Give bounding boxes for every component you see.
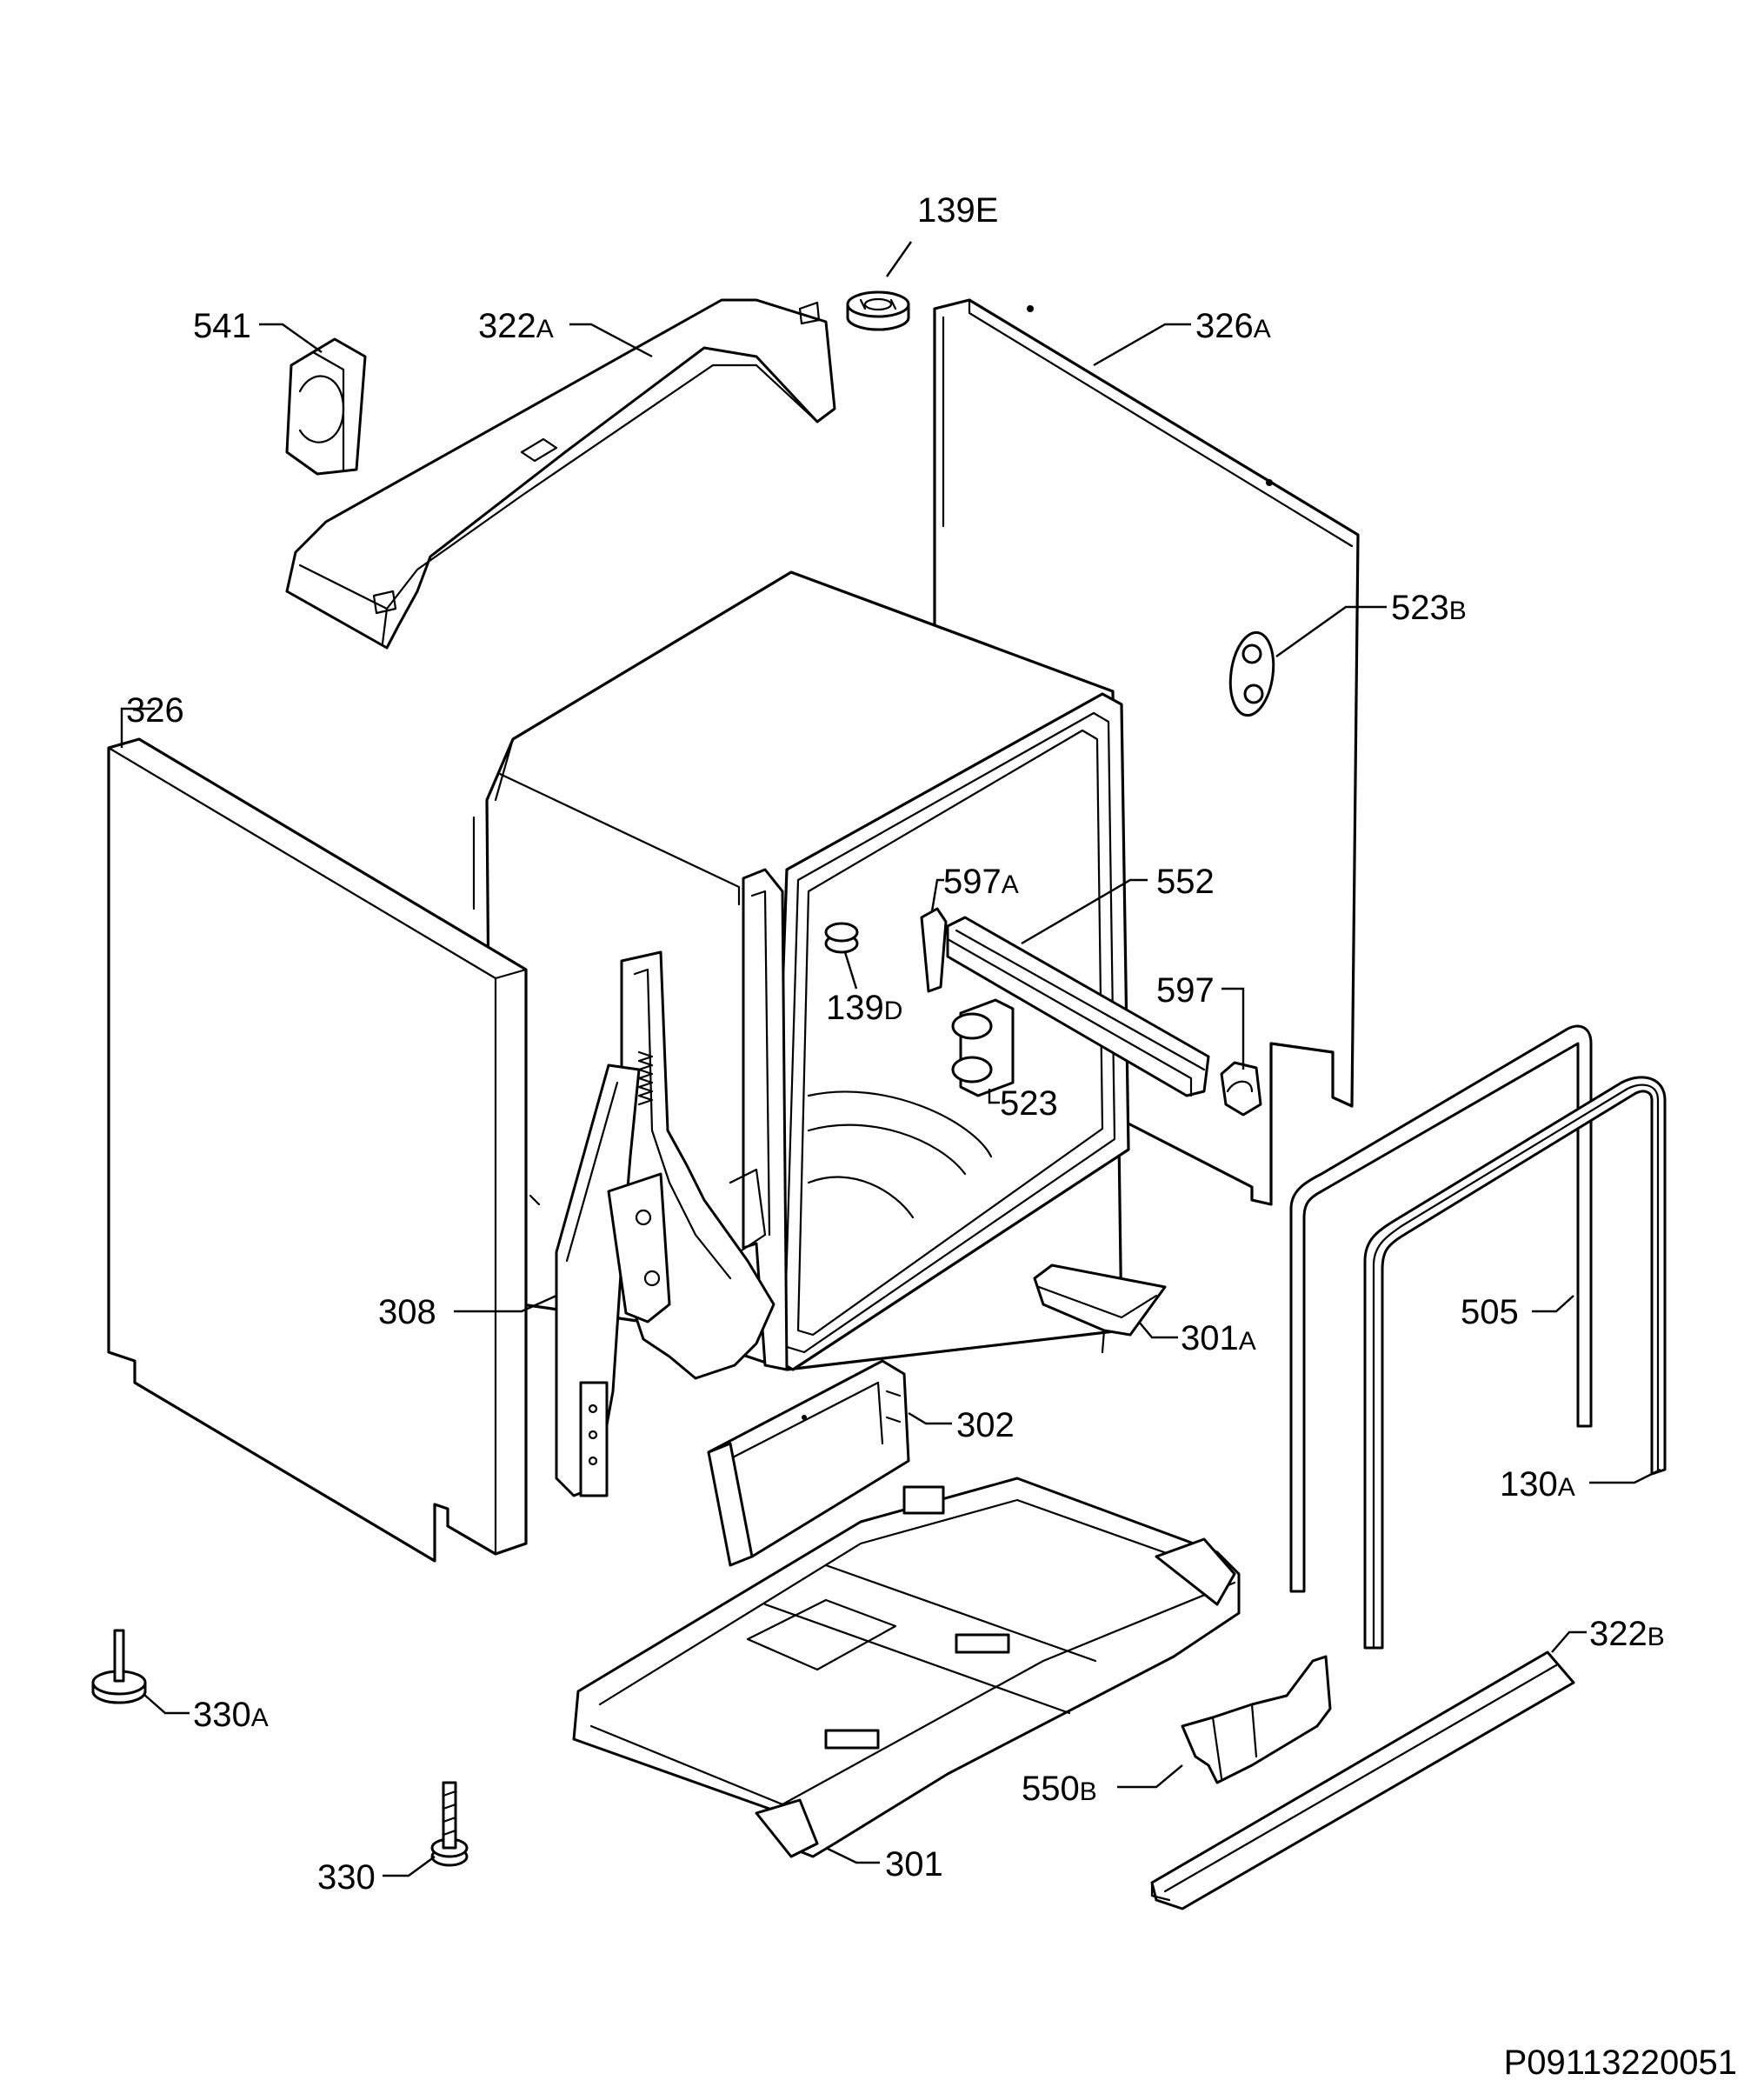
part-523-grommet <box>951 998 1015 1097</box>
callout-130a: 130A <box>1500 1465 1575 1504</box>
callout-550b: 550B <box>1022 1770 1097 1808</box>
part-308-hinge <box>555 950 775 1497</box>
callout-552: 552 <box>1156 863 1215 901</box>
part-597-clip <box>1220 1061 1262 1117</box>
callout-330a: 330A <box>193 1696 269 1734</box>
document-number: P09113220051 <box>1504 2044 1737 2082</box>
part-326-side-panel <box>107 737 528 1563</box>
callout-523: 523 <box>1000 1084 1058 1123</box>
part-330-screw <box>430 1781 469 1867</box>
callout-330: 330 <box>317 1858 376 1897</box>
callout-597a: 597A <box>943 863 1019 901</box>
part-139e-knob <box>846 290 910 331</box>
callout-505: 505 <box>1461 1293 1519 1331</box>
part-322a-bracket <box>285 298 836 650</box>
part-130a-seal <box>1363 1076 1667 1650</box>
callout-326a: 326A <box>1195 307 1271 345</box>
part-139d-fitting <box>824 922 859 954</box>
part-541-clip <box>285 337 367 476</box>
callout-322a: 322A <box>478 307 554 345</box>
callout-541: 541 <box>193 307 251 345</box>
callout-597: 597 <box>1156 971 1215 1010</box>
callout-labels: 139E 541 322A 326A 523B 326 597A 552 597… <box>126 191 1665 1897</box>
callout-301a: 301A <box>1181 1319 1256 1357</box>
callout-139e: 139E <box>917 191 998 230</box>
part-597a-clip <box>920 907 948 993</box>
leader-lines <box>120 241 1661 1877</box>
part-523b-grommet <box>1228 630 1275 717</box>
callout-301: 301 <box>885 1845 943 1884</box>
callout-322b: 322B <box>1589 1615 1665 1653</box>
part-550b-bracket <box>1181 1655 1332 1784</box>
part-552-rail <box>946 916 1210 1097</box>
callout-523b: 523B <box>1391 589 1467 627</box>
callout-326: 326 <box>126 691 184 730</box>
part-301-base <box>572 1477 1241 1858</box>
part-330a-foot <box>91 1629 147 1704</box>
callout-302: 302 <box>956 1406 1015 1444</box>
part-302-panel <box>707 1359 910 1567</box>
callout-308: 308 <box>378 1293 436 1331</box>
part-301a-bracket <box>1033 1264 1167 1354</box>
part-322b-strip <box>1150 1650 1575 1910</box>
callout-139d: 139D <box>826 989 902 1027</box>
part-505-gasket <box>1289 1024 1593 1593</box>
